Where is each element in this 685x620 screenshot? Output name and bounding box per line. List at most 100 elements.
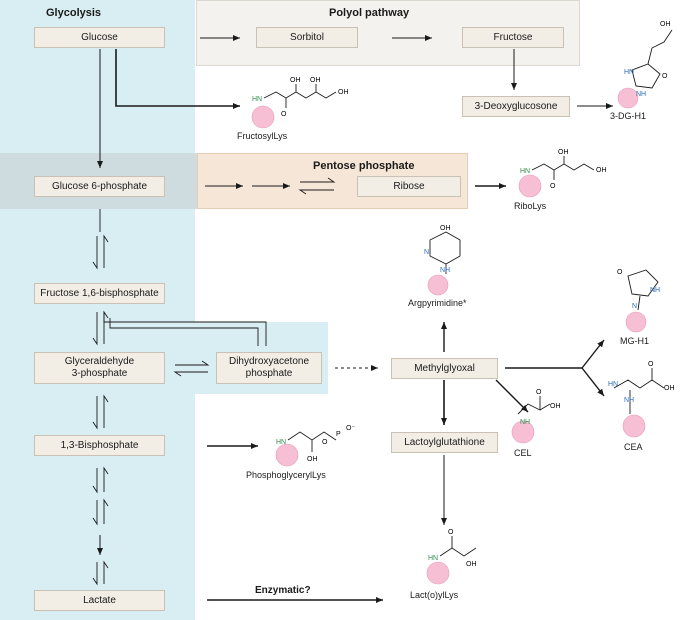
protein-cea [622, 414, 646, 438]
eq-gap-dhap-fwd [175, 360, 210, 366]
atom-o-mgh1: O [617, 269, 623, 276]
atom-hn-cea: HN [608, 381, 618, 388]
phosphoglyceryllys-label: PhosphoglycerylLys [246, 470, 326, 480]
skeleton-cel [517, 403, 551, 415]
atom-nh-mgh1: NH [650, 287, 660, 294]
arrow-mg-mgh1 [581, 339, 605, 369]
argpyrimidine-label: Argpyrimidine* [408, 298, 467, 308]
atom-p-phosphoglyceryllys: P [336, 431, 341, 438]
atom-hn-ribolys: HN [520, 168, 530, 175]
ribose-node: Ribose [357, 176, 461, 197]
lactoyllys-label: Lact(o)ylLys [410, 590, 459, 600]
atom-hn-3dgh1: HN [624, 69, 634, 76]
skeleton-3dgh1 [631, 63, 661, 89]
glucose-node: Glucose [34, 27, 165, 48]
g6p-node: Glucose 6-phosphate [34, 176, 165, 197]
protein-lactoyllys [426, 561, 450, 585]
atom-o-cel: O [536, 389, 542, 396]
eq-v6b [103, 560, 109, 584]
protein-fructosyllys [251, 105, 275, 129]
equilibrium-arrows [92, 177, 336, 586]
f16bp-node: Fructose 1,6-bisphosphate [34, 283, 165, 304]
glycolysis-title: Glycolysis [46, 7, 102, 19]
protein-3dgh1 [617, 87, 639, 109]
atom-hn-phosphoglyceryllys: HN [276, 439, 286, 446]
atom-nh-argpyrimidine: NH [440, 267, 450, 274]
atom-nh-cea: NH [624, 397, 634, 404]
pentose-title: Pentose phosphate [313, 160, 415, 172]
atom-oh-cea: OH [664, 385, 675, 392]
protein-blobs [251, 87, 647, 585]
protein-cel [511, 420, 535, 444]
atom-oh-1-fructosyllys: OH [290, 77, 301, 84]
atom-nh-3dgh1: NH [636, 91, 646, 98]
glycolysis-region [0, 0, 195, 620]
skeleton-mgh1 [627, 269, 659, 297]
atom-oh-3-fructosyllys: OH [338, 89, 349, 96]
atom-o-fructosyllys: O [281, 111, 287, 118]
eq-pentose-rev [298, 189, 334, 195]
skeleton-phosphoglyceryllys [287, 431, 337, 441]
bpg-node: 1,3-Bisphosphate [34, 435, 165, 456]
skeleton-cea [613, 379, 665, 389]
aldolase-to-dhap [103, 312, 267, 346]
ribolys-label: RiboLys [514, 201, 547, 211]
polyol-title: Polyol pathway [329, 7, 410, 19]
methylglyoxal-node: Methylglyoxal [391, 358, 498, 379]
deoxyglucosone-node: 3-Deoxyglucosone [462, 96, 570, 117]
cel-label: CEL [514, 448, 532, 458]
atom-hn-lactoyllys: HN [428, 555, 438, 562]
arrow-mg-cea [581, 367, 605, 397]
protein-argpyrimidine [427, 274, 449, 296]
skeleton-ribolys [531, 163, 595, 171]
atom-n-argpyrimidine: N [424, 249, 429, 256]
3dgh1-label: 3-DG-H1 [610, 111, 647, 121]
atom-oh-1-ribolys: OH [558, 149, 569, 156]
eq-v1a [92, 236, 98, 270]
skeleton-fructosyllys [263, 91, 337, 99]
enzymatic-label: Enzymatic? [255, 585, 311, 596]
atom-n-mgh1: N [632, 303, 637, 310]
atom-oh-cel: OH [550, 403, 561, 410]
protein-mgh1 [625, 311, 647, 333]
atom-ominus-phosphoglyceryllys: O⁻ [346, 425, 355, 432]
skeleton-argpyrimidine [429, 231, 461, 265]
lactate-node: Lactate [34, 590, 165, 611]
atom-o-phosphoglyceryllys: O [322, 439, 328, 446]
atom-oh-2-ribolys: OH [596, 167, 607, 174]
eq-v6a [92, 562, 98, 586]
atom-hn-fructosyllys: HN [252, 96, 262, 103]
protein-phosphoglyceryllys [275, 443, 299, 467]
eq-v2a [92, 312, 98, 346]
sorbitol-node: Sorbitol [256, 27, 358, 48]
atom-nh-cel: NH [520, 419, 530, 426]
mgh1-label: MG-H1 [620, 336, 649, 346]
protein-ribolys [518, 174, 542, 198]
atom-o-3dgh1: O [662, 73, 668, 80]
atom-oh-2-fructosyllys: OH [310, 77, 321, 84]
eq-gap-dhap-rev [173, 371, 208, 377]
eq-v4a [92, 468, 98, 494]
eq-v3a [92, 396, 98, 430]
eq-v5a [92, 500, 98, 526]
skeleton-lactoyllys [439, 547, 477, 557]
lactoylglutathione-node: Lactoylglutathione [391, 432, 498, 453]
fructosyllys-label: FructosylLys [237, 131, 288, 141]
arrow-glucose-fructosyllys [115, 49, 240, 109]
chem-atom-labels: HN O OH OH OH HN O OH OH HN NH O OH OH N… [252, 21, 675, 568]
eq-v3b [103, 394, 109, 428]
cea-label: CEA [624, 442, 643, 452]
arrow-mg-cel [495, 379, 529, 413]
eq-pentose-fwd [300, 177, 336, 183]
fructose-node: Fructose [462, 27, 564, 48]
atom-oh-argpyrimidine: OH [440, 225, 451, 232]
atom-o-lactoyllys: O [448, 529, 454, 536]
eq-v2b [103, 310, 109, 344]
atom-o-cea: O [648, 361, 654, 368]
chem-skeletons [263, 29, 673, 557]
atom-oh-3dgh1: OH [660, 21, 671, 28]
atom-oh-lactoyllys: OH [466, 561, 477, 568]
